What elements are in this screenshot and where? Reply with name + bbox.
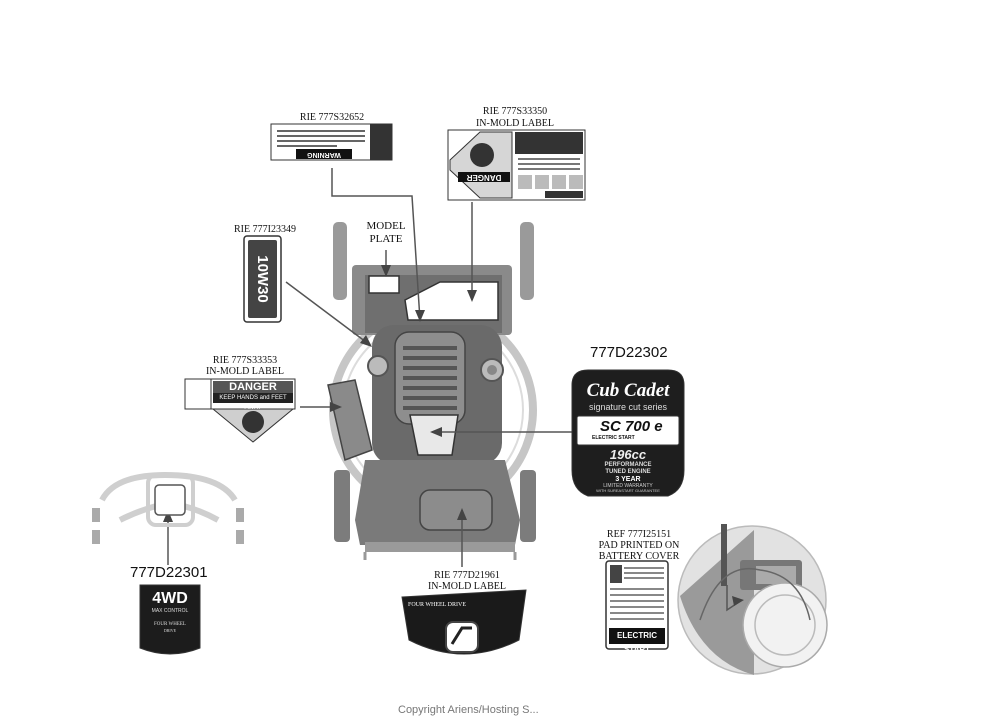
ref-label-33350: RIE 777S33350 [482, 106, 548, 117]
model-sc700e: SC 700 e [600, 418, 663, 435]
cub-cadet-decal-22302 [571, 369, 685, 497]
warning-decal-32652 [270, 123, 393, 161]
fwd-decal-22301 [139, 584, 201, 655]
fwd-four-wheel: FOUR WHEEL [154, 622, 186, 627]
ref-label-21961: RIE 777D21961 [434, 570, 500, 581]
footer-caption: Copyright Ariens/Hosting S... [398, 704, 539, 716]
engine-side-illustration [677, 524, 828, 675]
warning-text: WARNING [307, 151, 341, 158]
model-plate-label-b: PLATE [369, 233, 403, 245]
warranty-limited: LIMITED WARRANTY [603, 483, 653, 489]
keep-hands-text: KEEP HANDS and FEET AWAY [219, 395, 287, 411]
engine-196cc: 196cc [609, 447, 647, 462]
danger-decal-33353 [184, 378, 296, 443]
ref-label-25151-pad: PAD PRINTED ON [598, 540, 680, 551]
part-number-22301: 777D22301 [130, 564, 208, 581]
part-number-22302: 777D22302 [590, 344, 668, 361]
danger-text-33353: DANGER [229, 381, 277, 393]
ref-label-33350-inmold: IN-MOLD LABEL [475, 118, 555, 129]
ref-label-33353: RIE 777S33353 [212, 355, 278, 366]
ref-label-33353-inmold: IN-MOLD LABEL [205, 366, 285, 377]
battery-decal-25151 [605, 560, 669, 650]
fwd-max-control: MAX CONTROL [151, 608, 189, 614]
ref-label-23349: RIE 777I23349 [234, 224, 296, 235]
tuned-engine-text: TUNED ENGINE [605, 469, 651, 475]
ref-label-25151-battery: BATTERY COVER [598, 551, 680, 562]
signature-cut-series: signature cut series [588, 402, 668, 412]
electric-start-text: ELECTRIC START [592, 435, 635, 441]
fwd-title: 4WD [152, 590, 188, 607]
performance-text: PERFORMANCE [604, 462, 652, 468]
mower-illustration [327, 222, 537, 560]
danger-decal-33350 [447, 129, 586, 201]
ref-label-21961-inmold: IN-MOLD LABEL [427, 581, 507, 592]
oil-10w30-text: 10W30 [254, 255, 271, 303]
warranty-guarantee: WITH SUREASTART GUARANTEE [596, 488, 660, 493]
fwd-decal-21961 [401, 589, 527, 655]
ref-label-25151: REF 777I25151 [606, 529, 672, 540]
handle-grips [92, 508, 244, 544]
ref-label-32652: RIE 777S32652 [299, 112, 365, 123]
warranty-3-year: 3 YEAR [615, 476, 641, 483]
four-wheel-drive-text: FOUR WHEEL DRIVE [408, 602, 466, 608]
handle-label-area [154, 484, 186, 516]
model-plate-label-a: MODEL [366, 220, 406, 232]
battery-electric-start: ELECTRIC START [617, 631, 657, 654]
cub-cadet-logo: Cub Cadet [586, 380, 670, 401]
arrow-heads [163, 265, 477, 522]
danger-text-33350: DANGER [466, 173, 502, 182]
fwd-drive: DRIVE [163, 628, 177, 633]
oil-decal-23349 [243, 235, 282, 323]
